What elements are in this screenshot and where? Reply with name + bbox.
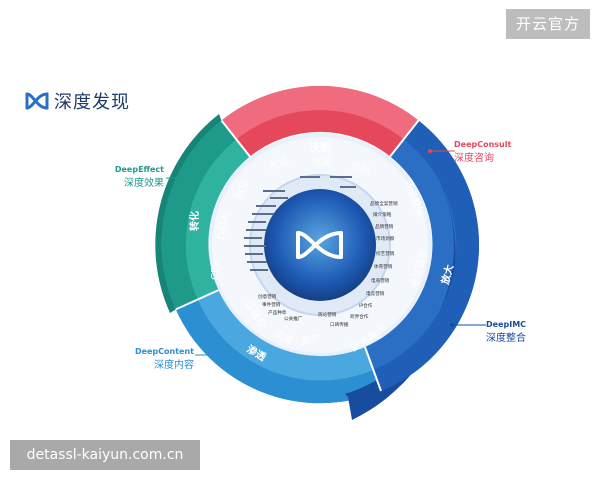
- logo-icon: [25, 92, 49, 110]
- right-item: 电商营销: [371, 277, 390, 284]
- label-deepimc-en: DeepIMC: [486, 320, 527, 329]
- connector-deepcontent: [195, 353, 212, 357]
- bottom-item: 事件营销: [262, 301, 281, 308]
- conversion-item: DATA: [216, 213, 231, 240]
- segment-penetration: [175, 290, 381, 404]
- right-item: 品牌全案营销: [370, 200, 398, 207]
- brand-badge: 开云官方: [506, 9, 590, 39]
- bottom-item: 舆论营销: [318, 311, 337, 318]
- conversion-item: CPS: [210, 261, 221, 280]
- label-deepcontent-en: DeepContent: [134, 347, 194, 356]
- right-item: IP合作: [359, 302, 373, 309]
- label-deepcontent: DeepContent 深度内容: [134, 347, 194, 371]
- conversion-title: 转化: [188, 211, 201, 231]
- label-deepconsult: DeepConsult 深度咨询: [454, 140, 514, 164]
- decision-title: 决断: [309, 140, 331, 154]
- segment-conversion-edge: [155, 114, 222, 313]
- label-deepeffect: DeepEffect 深度效果: [104, 165, 164, 189]
- logo-text: 深度发现: [54, 92, 130, 113]
- right-item: 综艺营销: [376, 250, 395, 257]
- segment-conversion-band: [161, 120, 237, 310]
- right-item: 跨界合作: [350, 313, 369, 320]
- segment-decision-band: [221, 86, 419, 140]
- inner-ring-bottom-items: 创意营销 事件营销 产品种草 公关推广 舆论营销 口碑传播: [258, 293, 349, 328]
- connector-deepeffect: [166, 176, 188, 180]
- core-circle: [264, 189, 376, 301]
- logo: 深度发现: [24, 88, 130, 114]
- label-deepimc: DeepIMC 深度整合: [486, 320, 546, 344]
- penetration-item: 资产: [299, 332, 321, 348]
- label-deepeffect-cn: 深度效果: [124, 178, 164, 189]
- decision-item: 体系: [312, 157, 332, 169]
- bottom-item: 公关推广: [284, 315, 303, 322]
- connector-deepimc: [450, 323, 486, 327]
- connector-deepconsult: [428, 149, 455, 153]
- right-item: 体育营销: [374, 263, 393, 270]
- label-deepeffect-en: DeepEffect: [114, 165, 164, 174]
- watermark: detassl-kaiyun.com.cn: [10, 440, 200, 470]
- inner-ring-right-items: 品牌全案营销 媒介策略 品牌营销 市场洞察 综艺营销 体育营销 电商营销 电竞营…: [350, 200, 398, 320]
- right-item: 电竞营销: [366, 290, 385, 297]
- core-logo-icon: [296, 231, 343, 259]
- label-deepconsult-en: DeepConsult: [454, 140, 512, 149]
- bottom-item: 口碑传播: [330, 321, 349, 328]
- right-item: 品牌营销: [375, 223, 394, 230]
- separators: [175, 119, 420, 392]
- bottom-item: 创意营销: [258, 293, 277, 300]
- right-item: 媒介策略: [373, 211, 392, 218]
- label-deepcontent-cn: 深度内容: [154, 360, 194, 371]
- inner-ring-small-text: [244, 176, 356, 271]
- right-item: 市场洞察: [376, 235, 395, 242]
- label-deepconsult-cn: 深度咨询: [454, 153, 494, 164]
- label-deepimc-cn: 深度整合: [486, 333, 526, 344]
- bottom-item: 产品种草: [268, 309, 287, 316]
